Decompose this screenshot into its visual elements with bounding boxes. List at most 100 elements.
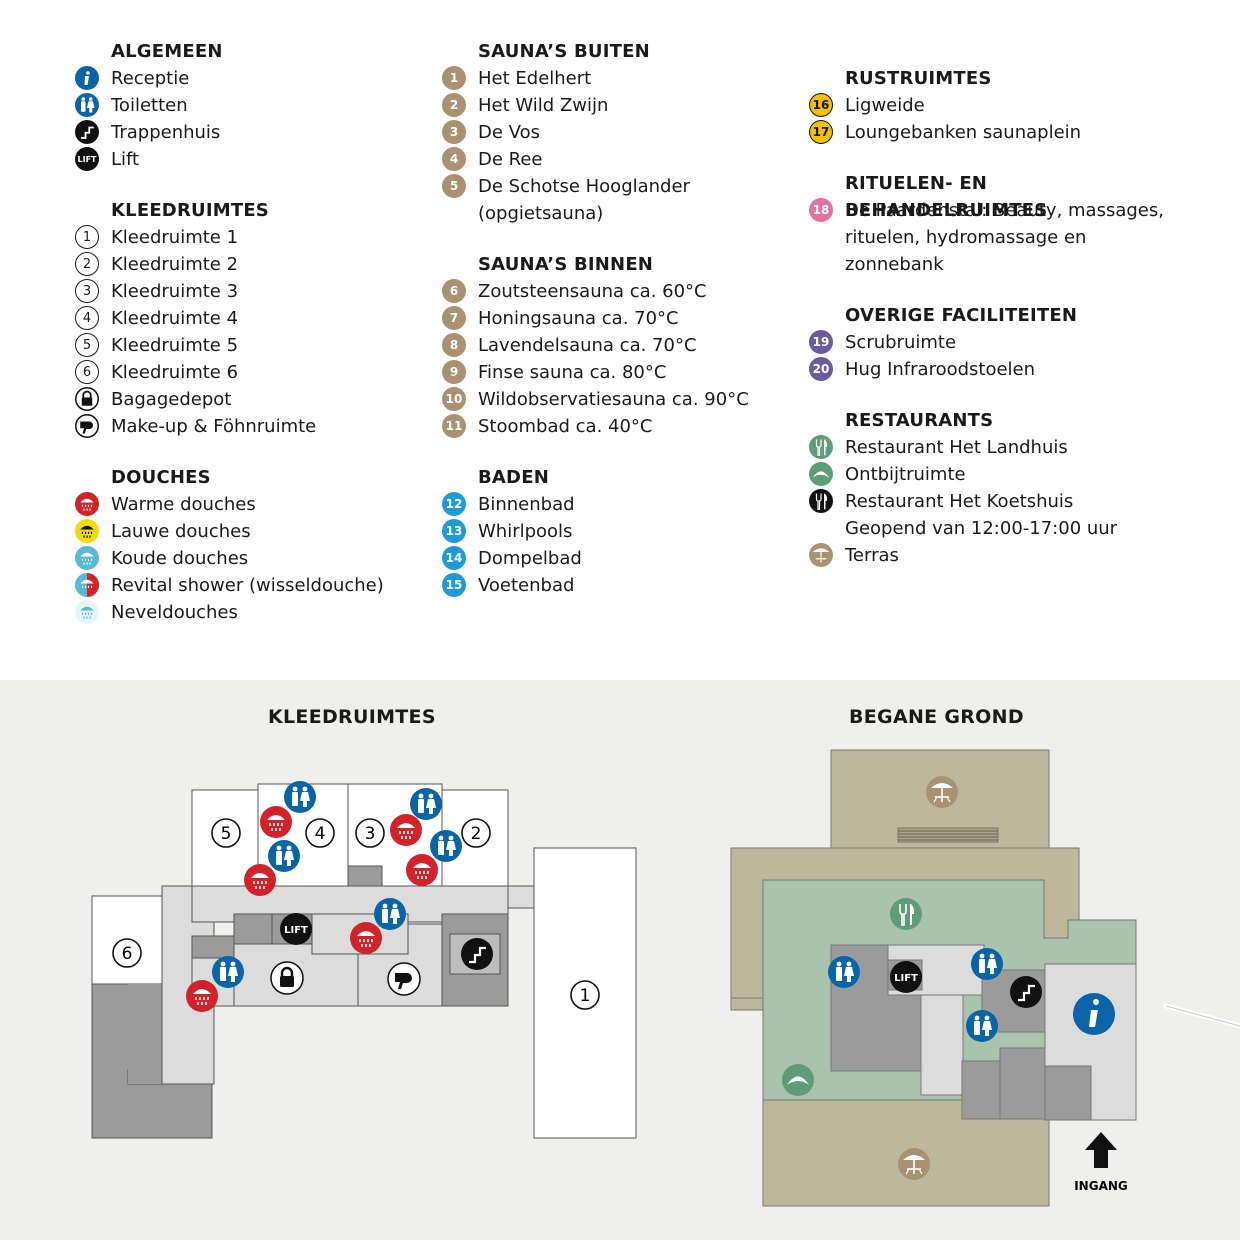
- sauna-2-icon: 2: [442, 93, 466, 117]
- legend-item: 3 De Vos: [442, 119, 792, 146]
- bath-13-icon: 13: [442, 519, 466, 543]
- legend-section-title: RESTAURANTS: [845, 410, 994, 431]
- toilet-icon: [430, 830, 462, 862]
- legend-section-title: ALGEMEEN: [111, 41, 223, 62]
- legend-section-title: RITUELEN- EN BEHANDELRUIMTES: [845, 173, 1048, 221]
- legend-item: Ontbijtruimte: [809, 461, 1189, 488]
- sauna-5-icon: 5: [442, 174, 466, 198]
- revital-shower-icon: [75, 573, 99, 597]
- sauna-1-icon: 1: [442, 66, 466, 90]
- room-number-2: 2: [461, 818, 491, 848]
- number-5-icon: 5: [75, 333, 99, 357]
- map-title-begane-grond: BEGANE GROND: [849, 706, 1024, 728]
- entrance-arrow: INGANG: [1074, 1132, 1128, 1193]
- terrace-icon: [809, 543, 833, 567]
- legend-item-label: Bagagedepot: [111, 389, 232, 410]
- sauna-10-icon: 10: [442, 387, 466, 411]
- bath-15-icon: 15: [442, 573, 466, 597]
- legend-item-label: Ligweide: [845, 95, 925, 116]
- legend-item: Revital shower (wisseldouche): [75, 572, 415, 599]
- reception-small: [1044, 1065, 1092, 1121]
- legend-item: Make-up & Föhnruimte: [75, 413, 415, 440]
- toilet-icon: [971, 948, 1003, 980]
- legend-item-label: Kleedruimte 3: [111, 281, 239, 302]
- cutlery-black-icon: [809, 489, 833, 513]
- bath-12-icon: 12: [442, 492, 466, 516]
- legend-item-label: Dompelbad: [478, 548, 582, 569]
- croissant-icon: [782, 1064, 814, 1096]
- sauna-3-icon: 3: [442, 120, 466, 144]
- number-3-icon: 3: [75, 279, 99, 303]
- toilet-icon: [828, 956, 860, 988]
- toilet-icon: [75, 93, 99, 117]
- legend-item-label: Whirlpools: [478, 521, 573, 542]
- legend-item-label: Binnenbad: [478, 494, 575, 515]
- legend-item-label: Neveldouches: [111, 602, 238, 623]
- toilet-icon: [212, 956, 244, 988]
- bench-lines: [898, 830, 998, 841]
- warm-shower-icon: [75, 492, 99, 516]
- legend-item: 2 Kleedruimte 2: [75, 251, 415, 278]
- lift-marker-right: LIFT: [890, 961, 922, 993]
- legend-item-label: Warme douches: [111, 494, 256, 515]
- overig-20-icon: 20: [809, 357, 833, 381]
- warm-shower-icon: [405, 853, 439, 887]
- left-small-room: [191, 935, 235, 959]
- rest-16-icon: 16: [809, 93, 833, 117]
- room-number-4-label: 4: [315, 824, 326, 844]
- rest-17-icon: 17: [809, 120, 833, 144]
- sauna-4-icon: 4: [442, 147, 466, 171]
- legend-item: Bagagedepot: [75, 386, 415, 413]
- cutlery-green-icon: [809, 435, 833, 459]
- legend-item-label: Scrubruimte: [845, 332, 957, 353]
- legend-item: Restaurant Het Landhuis: [809, 434, 1189, 461]
- stairs-icon: [75, 120, 99, 144]
- toilet-icon: [966, 1010, 998, 1042]
- lauw-shower-icon: [75, 519, 99, 543]
- info-icon: [1073, 993, 1115, 1035]
- legend-item: Toiletten: [75, 92, 415, 119]
- room-number-6-label: 6: [122, 944, 133, 964]
- legend-item: 13 Whirlpools: [442, 518, 792, 545]
- number-4-icon: 4: [75, 306, 99, 330]
- legend-item-label: Wildobservatiesauna ca. 90°C: [478, 389, 749, 410]
- legend-item-label: Kleedruimte 2: [111, 254, 239, 275]
- legend-item: Terras: [809, 542, 1189, 569]
- lock-icon: [269, 960, 305, 996]
- warm-shower-icon: [243, 863, 277, 897]
- croissant-icon: [809, 462, 833, 486]
- room-number-5-label: 5: [221, 824, 232, 844]
- warm-shower-icon: [185, 979, 219, 1013]
- legend-section-title: OVERIGE FACILITEITEN: [845, 305, 1078, 326]
- legend-item-label: Revital shower (wisseldouche): [111, 575, 384, 596]
- legend-item-label: Lavendelsauna ca. 70°C: [478, 335, 697, 356]
- legend-item-label: Loungebanken saunaplein: [845, 122, 1082, 143]
- legend-section-title: RUSTRUIMTES: [845, 68, 992, 89]
- legend-item-label: De Vos: [478, 122, 540, 143]
- legend-item: 10 Wildobservatiesauna ca. 90°C: [442, 386, 792, 413]
- number-6-icon: 6: [75, 360, 99, 384]
- legend-item: 12 Binnenbad: [442, 491, 792, 518]
- left-ramp: [730, 997, 764, 1011]
- lift-icon: LIFT: [75, 147, 99, 171]
- overig-19-icon: 19: [809, 330, 833, 354]
- toilet-icon: [268, 840, 300, 872]
- number-2-icon: 2: [75, 252, 99, 276]
